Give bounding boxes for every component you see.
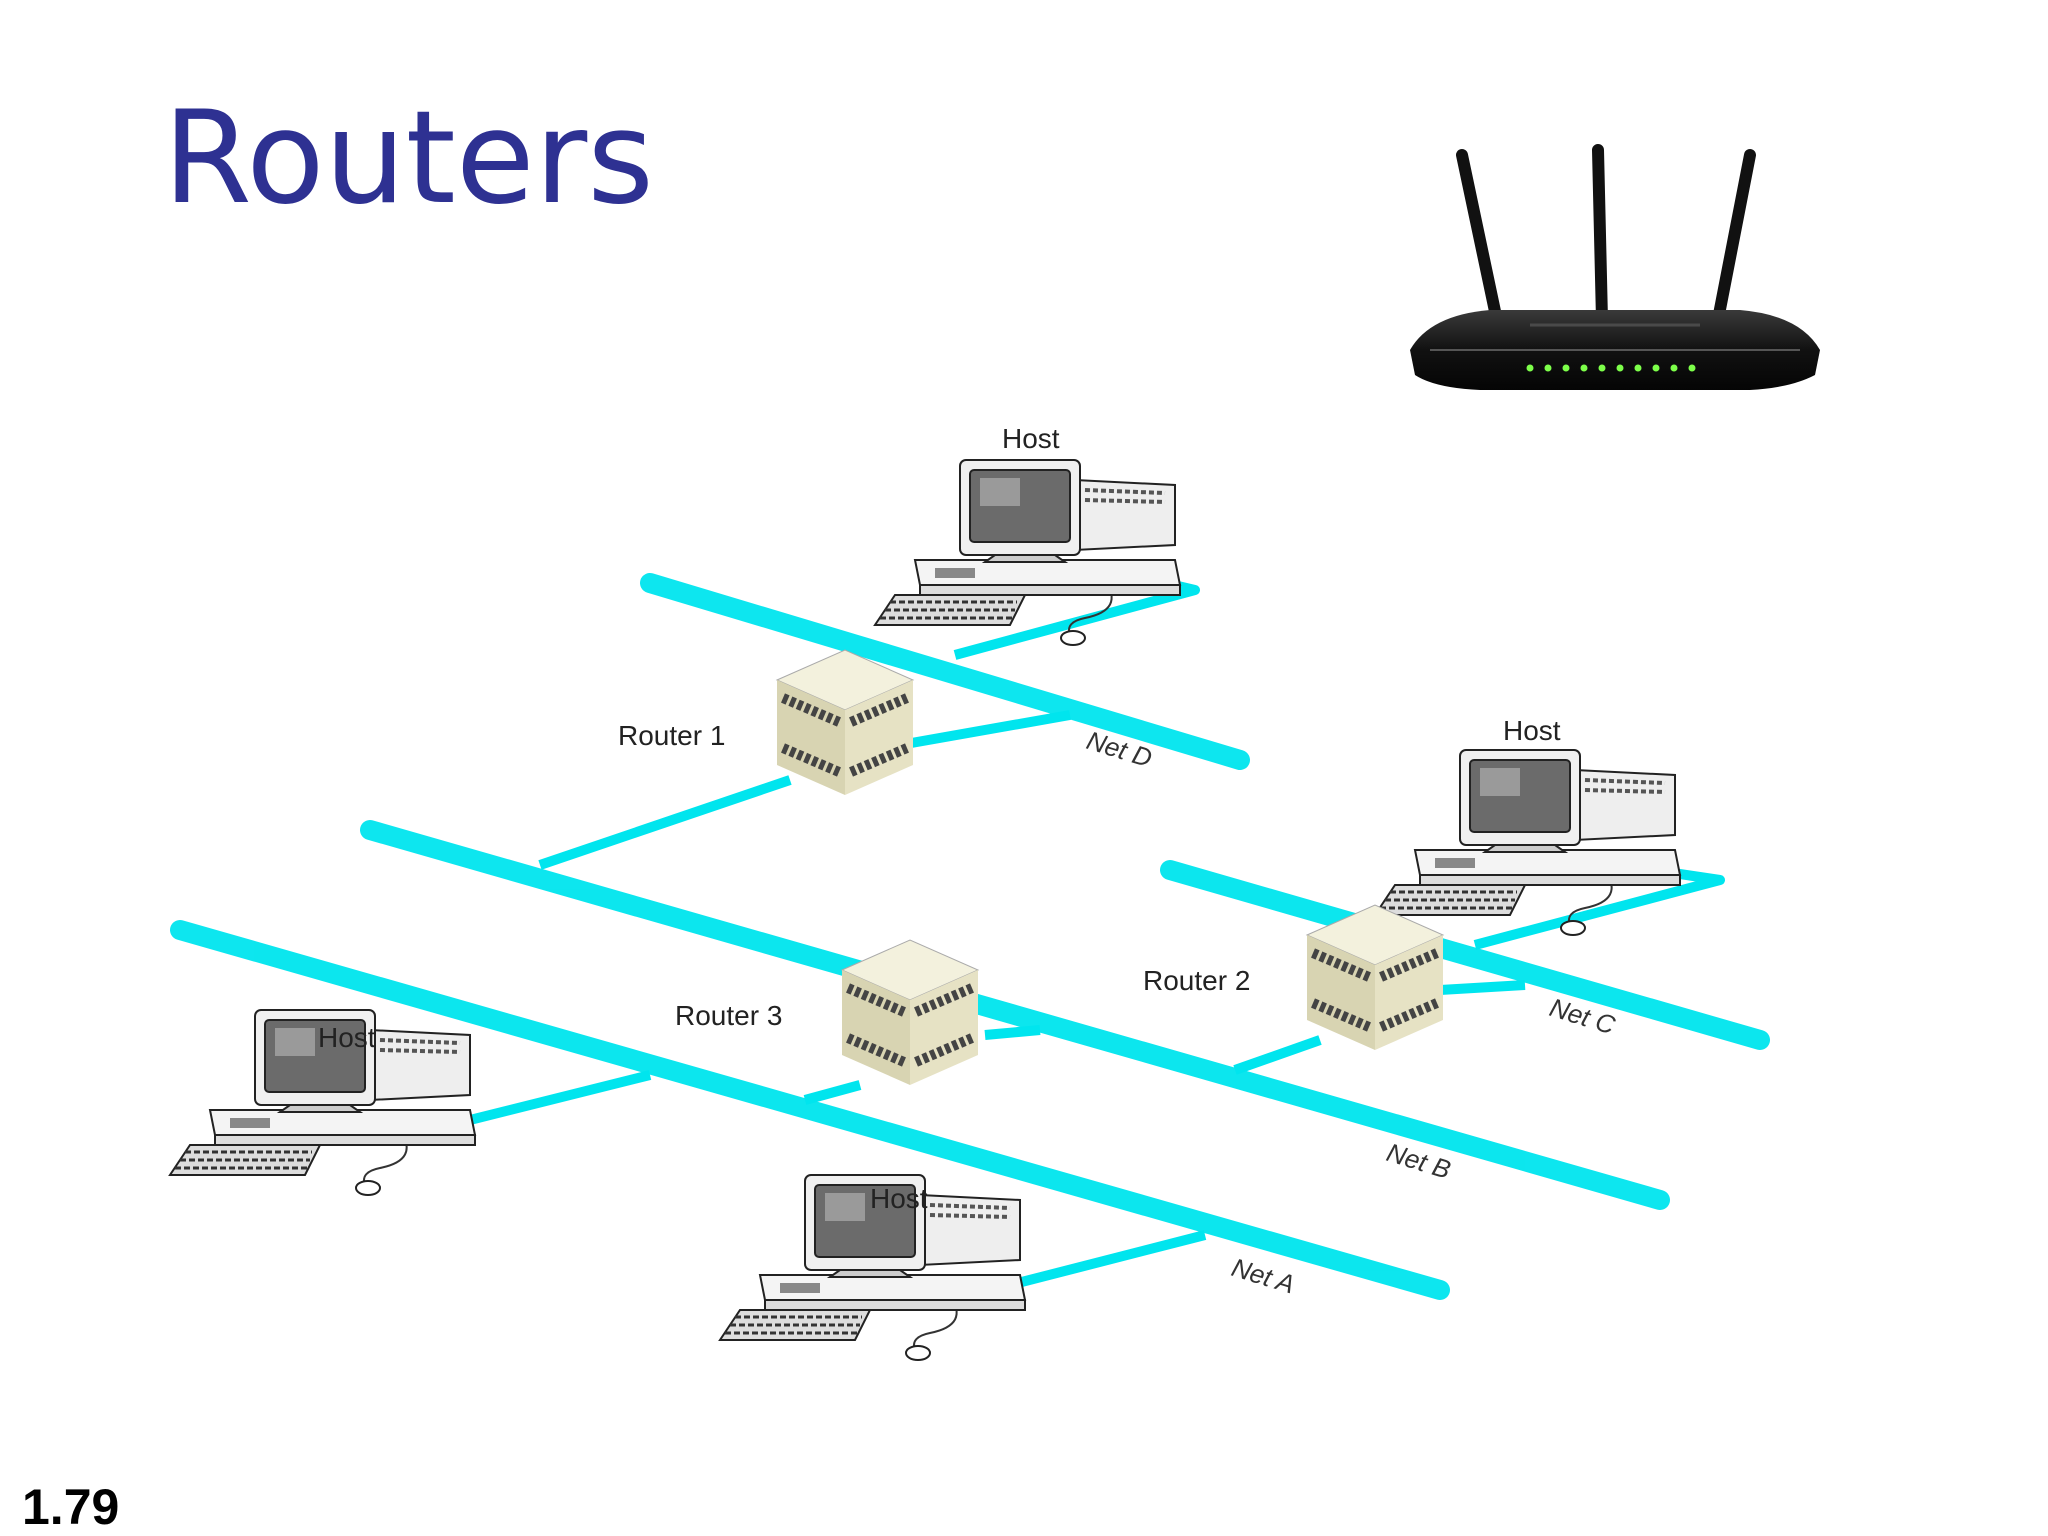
link-host-left: [448, 1070, 652, 1130]
link-router2-netc: [1439, 980, 1526, 995]
net-d-bus: [640, 573, 1250, 770]
link-router3-netb: [984, 1025, 1041, 1040]
host-icon: [873, 458, 1182, 647]
status-led-row: [1526, 364, 1696, 372]
slide-title: Routers: [163, 84, 654, 233]
host-label-bottom: Host: [870, 1183, 928, 1214]
slide-number: 1.79: [22, 1479, 120, 1535]
link-router2-netb: [1233, 1035, 1322, 1075]
net-a-label: Net A: [1228, 1252, 1298, 1299]
router-box-icon: [842, 940, 978, 1085]
net-b-bus: [360, 820, 1670, 1210]
host-label-left: Host: [318, 1022, 376, 1053]
router-box-icon: [777, 650, 913, 795]
router-2-label: Router 2: [1143, 965, 1250, 996]
host-label-right: Host: [1503, 715, 1561, 746]
router-box-icon: [1307, 905, 1443, 1050]
router-3-label: Router 3: [675, 1000, 782, 1031]
link-router1-netd: [899, 710, 1071, 750]
link-router1-netb: [538, 775, 792, 870]
router-1-label: Router 1: [618, 720, 725, 751]
net-a-bus: [170, 920, 1450, 1300]
wireless-router-icon: [1410, 144, 1820, 390]
host-label-top: Host: [1002, 423, 1060, 454]
link-host-bottom: [1008, 1230, 1207, 1290]
link-router3-neta: [803, 1080, 862, 1105]
net-c-bus: [1160, 860, 1770, 1050]
